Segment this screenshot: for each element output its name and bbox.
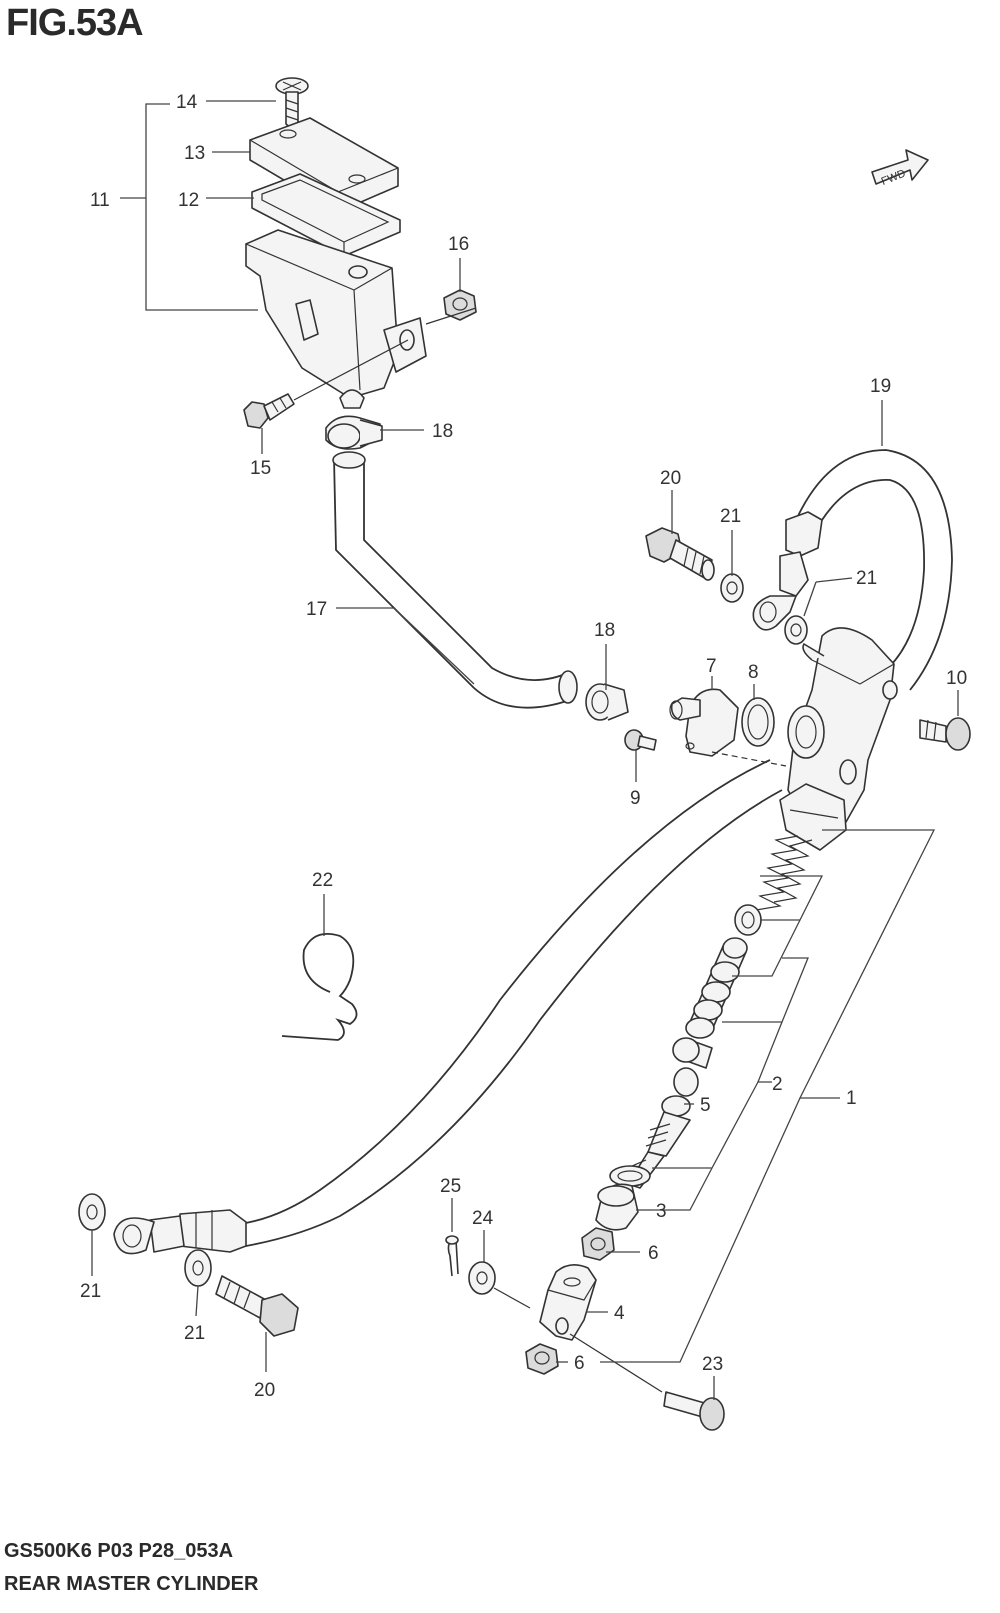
- callout-7: 7: [706, 656, 717, 677]
- callout-18-lower: 18: [594, 620, 615, 641]
- union-bolt-upper: [645, 527, 715, 581]
- callout-21-upper-2: 21: [856, 568, 877, 589]
- sealing-washer-upper-2: [784, 615, 808, 645]
- return-spring: [755, 835, 813, 911]
- connector-screw: [624, 729, 657, 751]
- callout-4: 4: [614, 1303, 625, 1324]
- pin-washer: [468, 1261, 531, 1309]
- sealing-washer-lower-2: [184, 1249, 212, 1287]
- callout-6-lower: 6: [574, 1353, 585, 1374]
- brake-hose-upper: [752, 449, 953, 691]
- callout-3: 3: [656, 1201, 667, 1222]
- callout-24: 24: [472, 1208, 494, 1229]
- callout-16: 16: [448, 234, 469, 255]
- callout-21-lower-2: 21: [184, 1323, 205, 1344]
- callout-2: 2: [772, 1074, 783, 1095]
- callout-6-upper: 6: [648, 1243, 659, 1264]
- callout-25: 25: [440, 1176, 461, 1197]
- callout-17: 17: [306, 599, 327, 620]
- reservoir-diaphragm: [251, 173, 401, 257]
- fwd-arrow-icon: FWD: [871, 149, 929, 188]
- figure-title-overlay: FIG.53A: [6, 2, 144, 44]
- reservoir-body: [245, 229, 427, 409]
- callout-15: 15: [250, 458, 271, 479]
- callout-23: 23: [702, 1354, 723, 1375]
- piston: [685, 937, 748, 1039]
- circlip: [609, 1165, 651, 1187]
- callout-9: 9: [630, 788, 641, 809]
- brake-hose-lower: [113, 759, 783, 1255]
- cotter-pin: [445, 1235, 459, 1277]
- sealing-washer-lower-1: [78, 1193, 106, 1231]
- boot: [595, 1183, 639, 1231]
- callout-19: 19: [870, 376, 891, 397]
- reservoir-hose: [332, 451, 578, 709]
- callout-22: 22: [312, 870, 333, 891]
- callout-1: 1: [846, 1088, 857, 1109]
- callout-5: 5: [700, 1095, 711, 1116]
- mounting-bolt: [919, 717, 971, 751]
- reservoir-nut: [425, 289, 477, 325]
- lock-nut-upper: [581, 1227, 615, 1261]
- model-code: GS500K6 P03 P28_053A: [4, 1540, 234, 1562]
- secondary-cup: [672, 1037, 713, 1069]
- clevis: [539, 1264, 597, 1341]
- o-ring: [741, 697, 775, 747]
- callout-13: 13: [184, 143, 205, 164]
- hose-connector: [669, 688, 739, 757]
- master-cylinder-body: [779, 627, 898, 851]
- hose-clamp-lower: [585, 683, 629, 721]
- cap-screw: [275, 77, 309, 128]
- callout-21-lower-1: 21: [80, 1281, 101, 1302]
- callout-20-upper: 20: [660, 468, 681, 489]
- primary-cup: [734, 904, 762, 936]
- reservoir-group: [145, 77, 477, 450]
- callout-18-upper: 18: [432, 421, 453, 442]
- lock-nut-lower: [525, 1343, 559, 1375]
- hose-clip: [281, 932, 358, 1041]
- callout-12: 12: [178, 190, 199, 211]
- hose-clamp-top: [325, 415, 383, 450]
- callout-11: 11: [90, 190, 110, 211]
- sealing-washer-upper-1: [720, 573, 744, 603]
- clevis-pin: [569, 1333, 725, 1431]
- callout-20-lower: 20: [254, 1380, 275, 1401]
- leader-lines: [91, 100, 959, 1400]
- figure-caption: REAR MASTER CYLINDER: [4, 1573, 259, 1595]
- union-bolt-lower: [215, 1275, 299, 1337]
- reservoir-bolt: [243, 339, 409, 429]
- callout-8: 8: [748, 662, 759, 683]
- callout-21-upper-1: 21: [720, 506, 741, 527]
- callout-14: 14: [176, 92, 198, 113]
- callout-labels: 14 13 11 12 16 18 15 19 20 21 21 17 18 7…: [80, 92, 967, 1401]
- callout-10: 10: [946, 668, 967, 689]
